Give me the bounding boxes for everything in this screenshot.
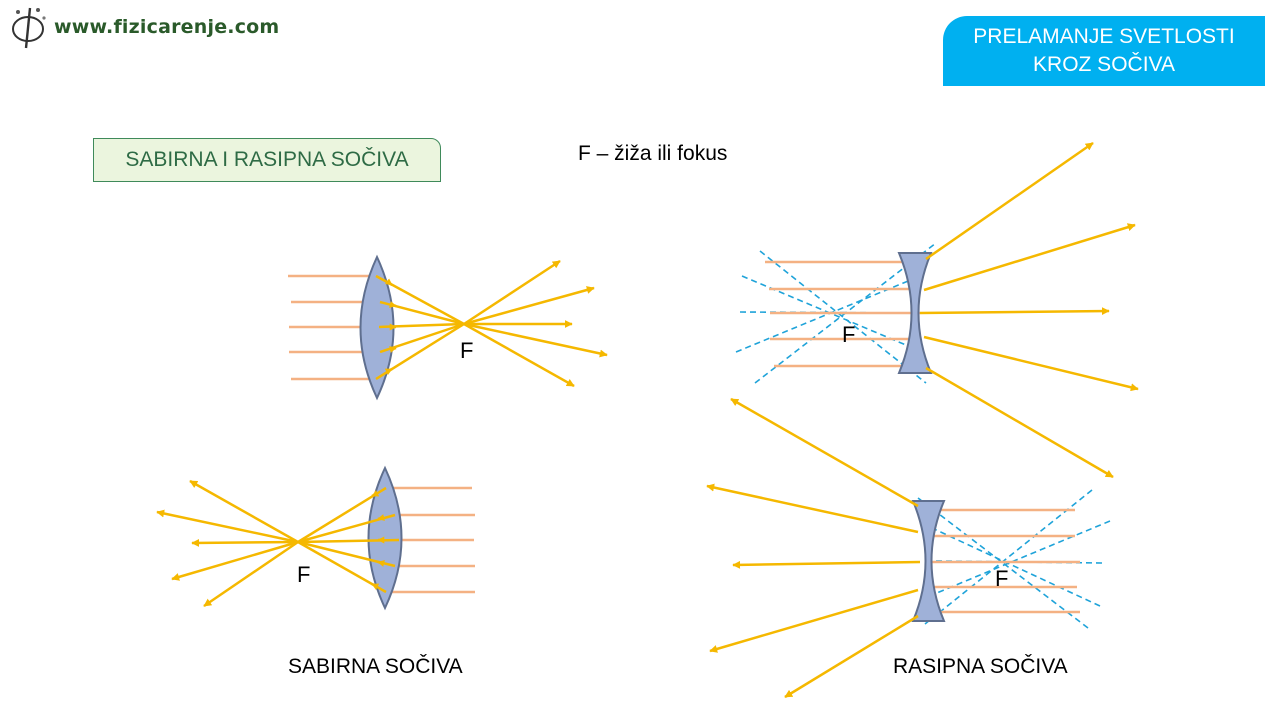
focus-label: F [995, 566, 1008, 591]
focus-legend: F – žiža ili fokus [578, 142, 728, 165]
refraction-arrowheads [384, 278, 397, 375]
logo-text: www.fizicarenje.com [54, 16, 280, 38]
diverging-lens-bottom: F [706, 397, 1111, 699]
section-heading-text: SABIRNA I RASIPNA SOČIVA [125, 148, 409, 171]
slide-title: PRELAMANJE SVETLOSTI KROZ SOČIVA [943, 16, 1265, 86]
refraction-arrowheads [371, 490, 385, 590]
focus-label: F [460, 338, 473, 363]
incident-rays [930, 508, 1080, 614]
caption-converging: SABIRNA SOČIVA [288, 655, 463, 678]
caption-diverging: RASIPNA SOČIVA [893, 655, 1068, 678]
logo-mark-icon [12, 7, 46, 49]
diverging-lens-shape [911, 500, 946, 622]
diverging-lens-shape [897, 252, 933, 374]
incident-rays [765, 260, 920, 368]
section-heading: SABIRNA I RASIPNA SOČIVA [93, 138, 441, 182]
refracted-rays [375, 259, 608, 388]
converging-lens-top: F [288, 254, 608, 401]
refracted-rays [156, 479, 400, 608]
focus-label: F [297, 562, 310, 587]
diverging-lens-top: F [735, 141, 1139, 479]
site-logo[interactable]: www.fizicarenje.com [8, 4, 279, 50]
refracted-rays [919, 141, 1139, 479]
refracted-rays [706, 397, 921, 699]
focus-label: F [842, 322, 855, 347]
converging-lens-bottom: F [156, 465, 475, 611]
converging-lens-shape [367, 465, 403, 611]
slide-title-line2: KROZ SOČIVA [1033, 53, 1175, 76]
incident-rays [386, 486, 475, 594]
converging-lens-shape [359, 254, 395, 401]
slide-title-line1: PRELAMANJE SVETLOSTI [973, 25, 1235, 48]
